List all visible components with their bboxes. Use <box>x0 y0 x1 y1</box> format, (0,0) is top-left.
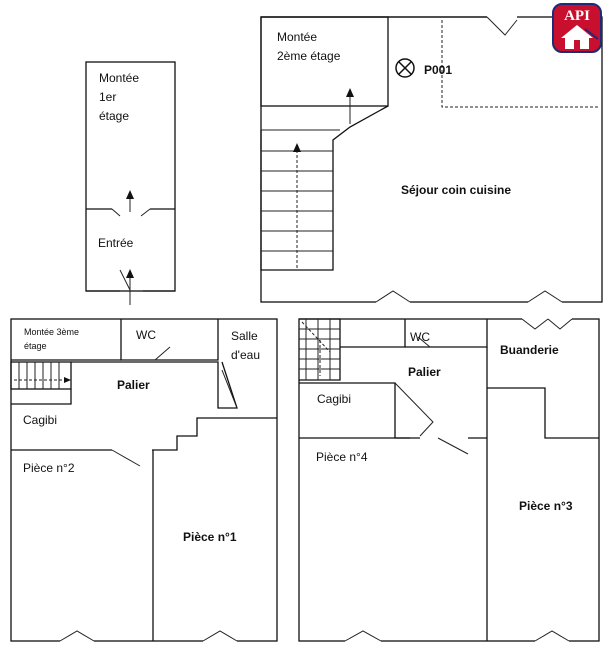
first-floor-sejour <box>260 14 603 305</box>
label-piece1: Pièce n°1 <box>183 530 237 544</box>
label-wc-right: WC <box>410 330 430 344</box>
label-montee-3eme-line2: étage <box>24 341 47 351</box>
api-logo: API <box>552 3 602 53</box>
label-entree: Entrée <box>98 236 134 250</box>
marker-p001-icon <box>395 58 415 78</box>
label-montee-2eme-line2: 2ème étage <box>277 49 341 63</box>
label-piece2: Pièce n°2 <box>23 461 75 475</box>
logo-text: API <box>564 8 590 24</box>
second-floor-plan <box>10 318 278 644</box>
label-palier-left: Palier <box>117 378 150 392</box>
stair-up-3eme <box>10 361 72 390</box>
stair-up-attic <box>299 318 341 381</box>
marker-label: P001 <box>424 63 452 77</box>
third-floor-plan <box>298 316 600 644</box>
ground-floor-entrance <box>85 61 176 305</box>
label-montee-1er-line3: étage <box>99 109 129 123</box>
label-salle-eau-line2: d'eau <box>231 348 260 362</box>
label-palier-right: Palier <box>408 365 441 379</box>
label-montee-2eme-line1: Montée <box>277 30 317 44</box>
label-piece4: Pièce n°4 <box>316 450 368 464</box>
label-piece3: Pièce n°3 <box>519 499 573 513</box>
label-cagibi-right: Cagibi <box>317 392 351 406</box>
label-salle-eau-line1: Salle <box>231 329 258 343</box>
stair-up-2eme <box>260 105 389 271</box>
label-montee-1er-line1: Montée <box>99 71 139 85</box>
label-cagibi-left: Cagibi <box>23 413 57 427</box>
label-sejour: Séjour coin cuisine <box>401 183 511 197</box>
label-montee-1er-line2: 1er <box>99 90 116 104</box>
label-montee-3eme-line1: Montée 3ème <box>24 327 79 337</box>
label-wc-left: WC <box>136 328 156 342</box>
label-buanderie: Buanderie <box>500 343 559 357</box>
